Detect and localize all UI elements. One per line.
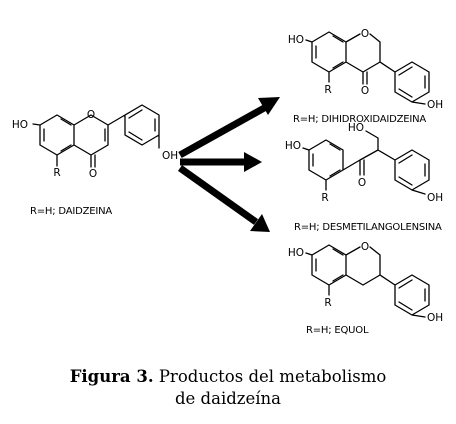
- dihidroxidaidzeina-label: R=H; DIHIDROXIDAIDZEINA: [293, 114, 426, 125]
- reaction-arrows: [177, 97, 280, 232]
- daidzeina-ring-oxygen: O: [87, 109, 95, 121]
- structure-desmetilangolensina: HO HO O R OH R=H; DESMETILANGOLENSINA: [285, 122, 443, 233]
- desmetilangolensina-r-group: R: [321, 192, 328, 204]
- arrow-to-dihidroxidaidzeina-shaft: [178, 103, 268, 159]
- caption-text-1: Productos del metabolismo: [158, 367, 387, 386]
- caption-line-1: Figura 3. Productos del metabolismo: [0, 366, 456, 388]
- daidzeina-r-group: R: [53, 167, 60, 179]
- bonds-equol: [305, 244, 430, 318]
- dihidroxidaidzeina-ring-oxygen: O: [361, 28, 369, 40]
- caption-text-2: de daidzeína: [174, 389, 281, 408]
- dihidroxidaidzeina-keto-oxygen: O: [361, 85, 369, 97]
- arrow-to-dihidroxidaidzeina-head: [258, 97, 280, 115]
- bonds-desmetilangolensina: [302, 130, 430, 195]
- figure-caption: Figura 3. Productos del metabolismo de d…: [0, 366, 456, 410]
- daidzeina-oh-label: OH: [162, 150, 178, 162]
- equol-ring-oxygen: O: [361, 241, 369, 253]
- desmetilangolensina-chain-ho-label: HO: [348, 122, 364, 134]
- bonds-daidzeina: [32, 104, 160, 168]
- daidzeina-keto-oxygen: O: [89, 168, 97, 180]
- desmetilangolensina-oh-label: OH: [427, 192, 443, 204]
- bonds-dihidroxidaidzeina: [305, 31, 430, 105]
- equol-ho-label: HO: [288, 247, 304, 259]
- structure-equol: HO O R OH R=H; EQUOL: [288, 241, 443, 336]
- arrow-to-desmetilangolensina-head: [244, 152, 262, 172]
- dihidroxidaidzeina-ho-label: HO: [288, 34, 304, 46]
- structure-daidzeina: HO O O R OH R=H; DAIDZEINA: [12, 104, 178, 217]
- figure-number: Figura 3.: [69, 367, 154, 386]
- equol-r-group: R: [324, 297, 331, 309]
- arrow-to-equol-shaft: [177, 165, 259, 225]
- daidzeina-ho-label: HO: [12, 119, 28, 131]
- desmetilangolensina-label: R=H; DESMETILANGOLENSINA: [294, 222, 442, 233]
- metabolism-diagram: HO O O R OH R=H; DAIDZEINA HO O O R OH R…: [12, 28, 443, 336]
- equol-label: R=H; EQUOL: [306, 325, 369, 336]
- desmetilangolensina-keto-oxygen: O: [358, 177, 366, 189]
- desmetilangolensina-ho-label: HO: [285, 140, 301, 152]
- dihidroxidaidzeina-oh-label: OH: [427, 99, 443, 111]
- daidzeina-label: R=H; DAIDZEINA: [30, 206, 112, 217]
- structure-dihidroxidaidzeina: HO O O R OH R=H; DIHIDROXIDAIDZEINA: [288, 28, 443, 125]
- arrow-to-equol-head: [250, 214, 270, 232]
- dihidroxidaidzeina-r-group: R: [324, 84, 331, 96]
- equol-oh-label: OH: [427, 312, 443, 324]
